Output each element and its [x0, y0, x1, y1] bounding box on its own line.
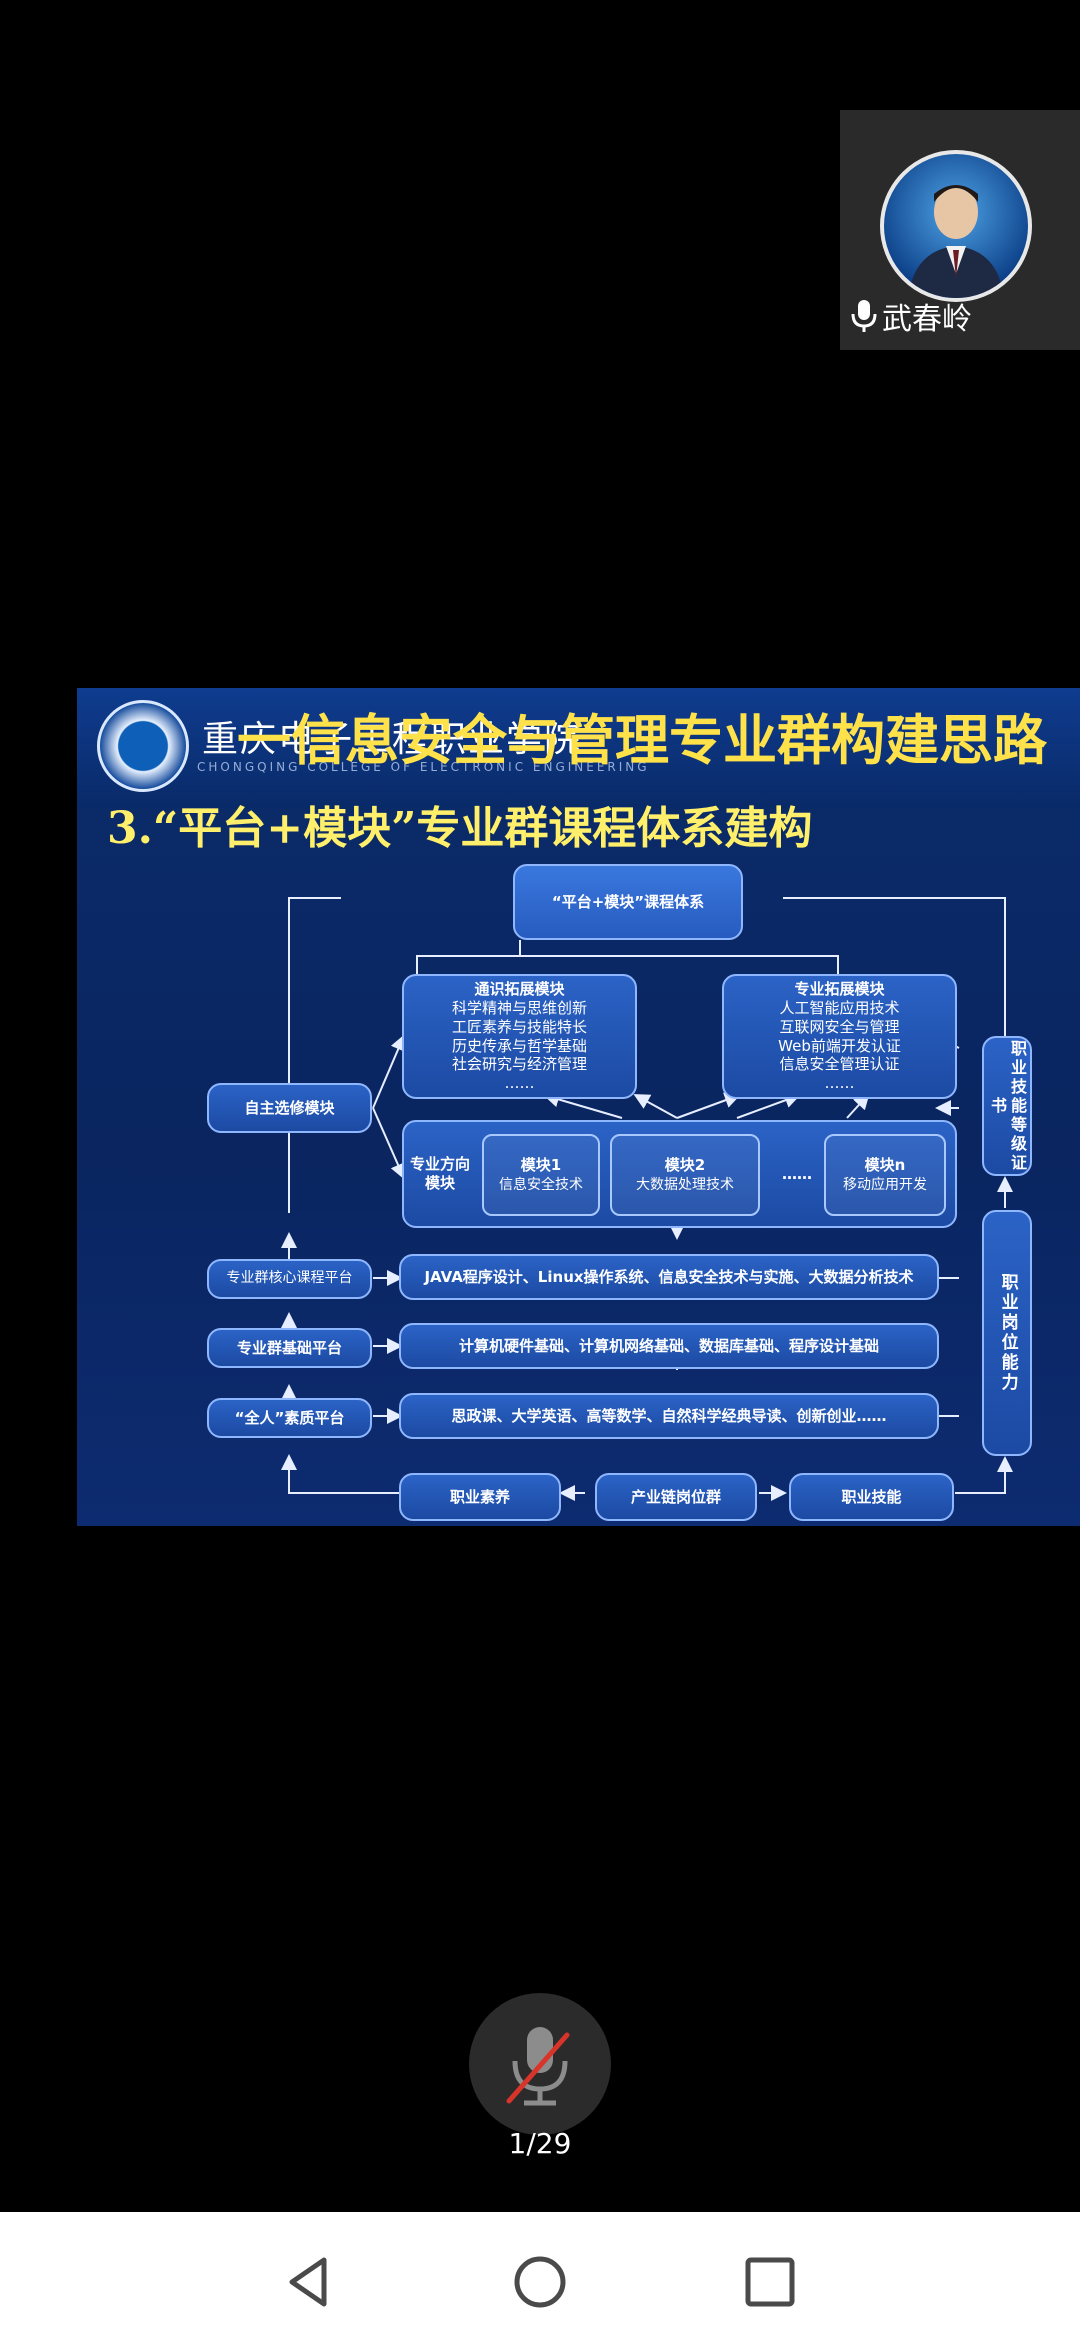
shared-slide: 重庆电子工程职业学院 CHONGQING COLLEGE OF ELECTRON… — [77, 688, 1080, 1526]
professional-module-box: 专业拓展模块 人工智能应用技术 互联网安全与管理 Web前端开发认证 信息安全管… — [722, 974, 957, 1099]
diagram-top-box: “平台+模块”课程体系 — [513, 864, 743, 940]
bottom-box-skill: 职业技能 — [789, 1473, 954, 1521]
school-name-en: CHONGQING COLLEGE OF ELECTRONIC ENGINEER… — [197, 760, 650, 774]
direction-module-box: 专业方向模块 模块1 信息安全技术 模块2 大数据处理技术 …… 模块n 移动应… — [402, 1120, 957, 1228]
slide-title: 一信息安全与管理专业群构建思路 — [237, 709, 1047, 772]
back-icon — [289, 2257, 327, 2307]
system-nav-bar — [0, 2212, 1080, 2340]
bottom-box-quality: 职业素养 — [399, 1473, 561, 1521]
speaker-name: 武春岭 — [882, 302, 972, 337]
mic-icon — [851, 300, 877, 332]
home-icon — [514, 2256, 566, 2308]
direction-label: 专业方向模块 — [410, 1154, 471, 1193]
speaker-name-label: 武春岭 — [850, 294, 972, 338]
quality-courses-box: 思政课、大学英语、高等数学、自然科学经典导读、创新创业…… — [399, 1393, 939, 1439]
elective-module-box: 自主选修模块 — [207, 1083, 372, 1133]
quality-platform-label: “全人”素质平台 — [207, 1398, 372, 1438]
speaker-tile[interactable]: 武春岭 — [840, 110, 1080, 350]
module-card: 模块2 大数据处理技术 — [610, 1134, 760, 1216]
back-button[interactable] — [280, 2252, 340, 2312]
speaker-avatar — [880, 150, 1032, 302]
module-card: …… — [782, 1165, 812, 1184]
core-courses-box: JAVA程序设计、Linux操作系统、信息安全技术与实施、大数据分析技术 — [399, 1254, 939, 1300]
recents-button[interactable] — [740, 2252, 800, 2312]
school-logo-icon — [97, 700, 189, 792]
basic-courses-box: 计算机硬件基础、计算机网络基础、数据库基础、程序设计基础 — [399, 1323, 939, 1369]
slide-header: 重庆电子工程职业学院 CHONGQING COLLEGE OF ELECTRON… — [77, 688, 1080, 808]
general-module-box: 通识拓展模块 科学精神与思维创新 工匠素养与技能特长 历史传承与哲学基础 社会研… — [402, 974, 637, 1099]
mic-muted-icon — [506, 2027, 570, 2106]
person-icon — [908, 185, 1004, 298]
mic-toggle-button[interactable] — [469, 1993, 611, 2135]
basic-platform-label: 专业群基础平台 — [207, 1328, 372, 1368]
position-ability-box: 职业岗位能力 — [982, 1210, 1032, 1456]
home-button[interactable] — [510, 2252, 570, 2312]
course-system-diagram: “平台+模块”课程体系 通识拓展模块 科学精神与思维创新 工匠素养与技能特长 历… — [77, 688, 1080, 1526]
school-name: 重庆电子工程职业学院 — [202, 719, 583, 760]
module-card: 模块n 移动应用开发 — [824, 1134, 946, 1216]
module-card: 模块1 信息安全技术 — [482, 1134, 600, 1216]
page-indicator: 1/29 — [508, 2127, 572, 2160]
bottom-box-industry: 产业链岗位群 — [595, 1473, 757, 1521]
cert-box: 职业技能等级证书 — [982, 1036, 1032, 1176]
slide-subtitle: 3.“平台+模块”专业群课程体系建构 — [107, 803, 813, 854]
recents-icon — [745, 2257, 795, 2307]
core-platform-label: 专业群核心课程平台 — [207, 1259, 372, 1299]
